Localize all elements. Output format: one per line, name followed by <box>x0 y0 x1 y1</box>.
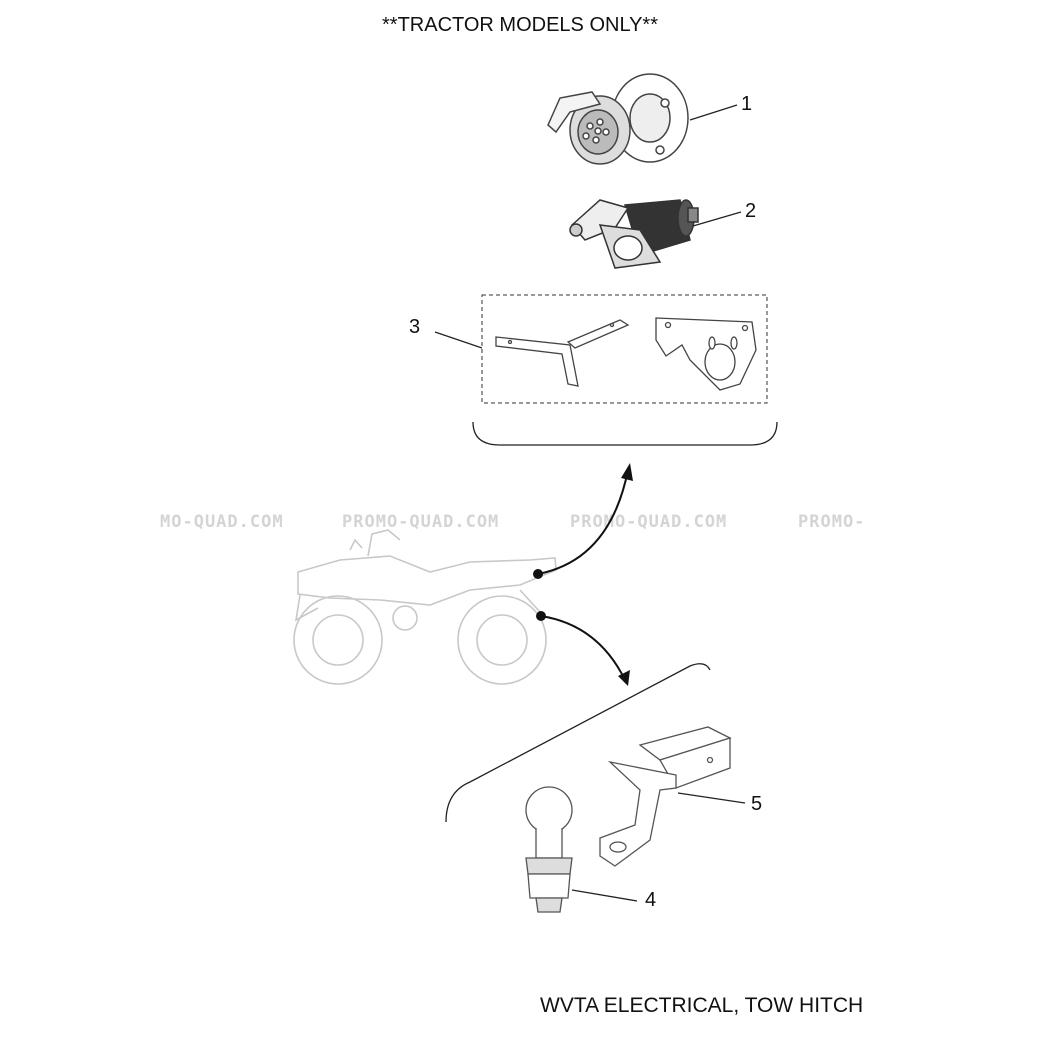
leader-1 <box>689 104 738 121</box>
arrow-to-hitch <box>540 615 626 681</box>
callout-1: 1 <box>741 93 753 115</box>
arrow-to-electrical <box>537 469 629 575</box>
watermark-1: MO-QUAD.COM <box>160 512 284 532</box>
callout-5: 5 <box>751 793 763 815</box>
part-3-bracket-l <box>495 319 630 387</box>
quad-bike-outline <box>293 529 557 685</box>
part-1-socket <box>547 73 689 165</box>
arrowhead-down <box>618 670 630 686</box>
part-4-tow-ball <box>525 786 573 913</box>
leader-4 <box>571 889 638 902</box>
part-5-ball-mount <box>599 726 732 867</box>
part-3-box <box>481 294 768 404</box>
diagram-footer: WVTA ELECTRICAL, TOW HITCH <box>540 994 864 1017</box>
bracket-hitch-brace <box>445 663 711 823</box>
callout-2: 2 <box>745 200 757 222</box>
leader-5 <box>677 792 746 804</box>
leader-2 <box>692 211 742 227</box>
part-3-mounting-plate <box>655 317 757 391</box>
callout-4: 4 <box>645 889 657 911</box>
diagram-header: **TRACTOR MODELS ONLY** <box>382 14 658 36</box>
bracket-3-brace <box>472 421 778 446</box>
watermark-3: PROMO-QUAD.COM <box>570 512 728 532</box>
leader-3 <box>434 331 483 349</box>
callout-3: 3 <box>409 316 421 338</box>
arrowhead-up <box>621 463 633 481</box>
part-2-plug <box>569 199 699 269</box>
watermark-4: PROMO- <box>798 512 866 532</box>
watermark-2: PROMO-QUAD.COM <box>342 512 500 532</box>
